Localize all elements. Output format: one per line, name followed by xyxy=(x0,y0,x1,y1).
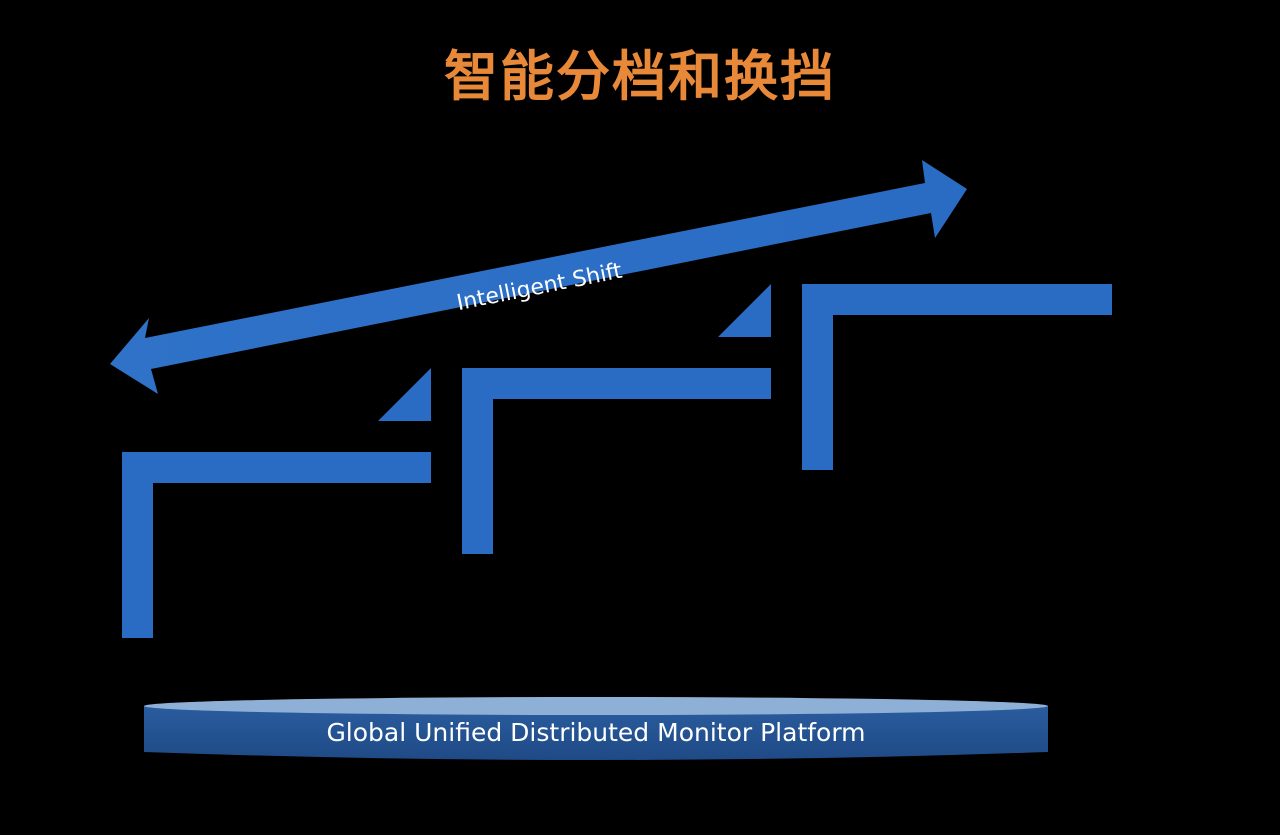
double-arrow-icon xyxy=(110,160,967,394)
gear-step-1 xyxy=(122,368,431,638)
step-bracket xyxy=(462,368,771,554)
platform-top xyxy=(144,697,1048,715)
intelligent-shift-arrow: Intelligent Shift xyxy=(110,160,967,394)
step-notch xyxy=(718,284,771,337)
step-bracket xyxy=(802,284,1112,470)
gear-step-3 xyxy=(802,284,1112,470)
step-bracket xyxy=(122,452,431,638)
monitor-platform: Global Unified Distributed Monitor Platf… xyxy=(144,697,1048,760)
gear-step-2 xyxy=(462,284,771,554)
platform-body xyxy=(144,706,1048,760)
platform-label: Global Unified Distributed Monitor Platf… xyxy=(326,718,865,747)
page-title: 智能分档和换挡 xyxy=(444,45,836,108)
step-notch xyxy=(378,368,431,421)
